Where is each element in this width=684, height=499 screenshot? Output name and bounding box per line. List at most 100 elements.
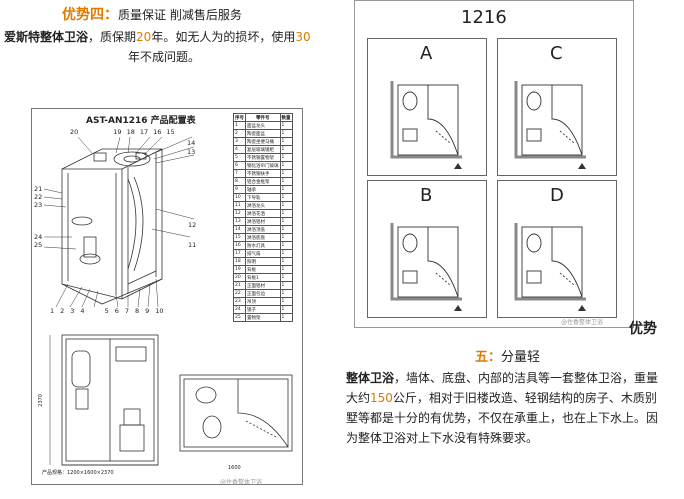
layout-option-d: D (497, 180, 617, 318)
table-cell: 不锈钢扶手 (245, 169, 281, 178)
table-cell: 1 (279, 193, 293, 202)
callout: 25 (34, 241, 43, 249)
weight-value: 150 (370, 391, 393, 405)
para-line: 整体卫浴，墙体、底盘、内部的洁具等一套整体卫浴，重量 (346, 368, 680, 388)
table-cell: 1 (279, 217, 293, 226)
table-cell: 1 (279, 177, 293, 186)
callout: 11 (188, 241, 197, 249)
plan-view-drawing (179, 374, 293, 452)
spec-sheet: AST-AN1216 产品配置表 (31, 108, 303, 486)
table-cell: 1 (279, 121, 293, 130)
table-header-row: 序号 零件号 数量 (233, 113, 293, 122)
layout-floorplan (390, 223, 462, 311)
callout: 12 (188, 221, 197, 229)
advantage-four-label: 优势四： (62, 7, 118, 23)
table-cell: 1 (279, 265, 293, 274)
table-cell: 6 (233, 161, 246, 170)
table-cell: 16 (233, 241, 246, 250)
table-cell: 10 (233, 193, 246, 202)
callout: 13 (187, 148, 196, 156)
table-cell: 1 (279, 273, 293, 282)
table-cell: 8 (233, 177, 246, 186)
left-warranty-line3: 年不成问题。 (128, 50, 201, 64)
table-cell: 淋浴顶盖 (245, 225, 281, 234)
callout: 6 (114, 307, 119, 315)
right-watermark: @住香整体卫浴 (561, 319, 604, 326)
table-cell: 14 (233, 225, 246, 234)
table-cell: 面盆龙头 (245, 121, 281, 130)
callout: 18 (126, 128, 135, 136)
table-cell: 1 (279, 241, 293, 250)
table-cell: 24 (233, 305, 246, 314)
para-text: 大约 (346, 391, 371, 405)
table-cell: 4 (233, 145, 246, 154)
table-cell: 排气扇 (245, 249, 281, 258)
layout-letter: C (550, 43, 563, 64)
callouts-right: 12 11 (188, 215, 196, 255)
table-cell: 不锈钢置物架 (245, 153, 281, 162)
callout: 23 (34, 201, 43, 209)
table-cell: 淋浴铝材 (245, 217, 281, 226)
warranty-text-a: ，质保期 (88, 30, 137, 44)
callout: 8 (134, 307, 140, 315)
callouts-left: 21 22 23 24 25 (34, 185, 42, 249)
right-heading: 五：分量轻 (475, 346, 540, 365)
table-cell: 背板1 (245, 273, 281, 282)
table-cell: 镜子 (245, 305, 281, 314)
table-cell: 7 (233, 169, 246, 178)
table-cell: 置物架 (245, 313, 281, 322)
table-cell: 25 (233, 313, 246, 322)
advantage-four-text: 质量保证 削减售后服务 (118, 8, 242, 22)
table-cell: 1 (279, 233, 293, 242)
table-cell: 17 (233, 249, 246, 258)
table-cell: 照明 (245, 257, 281, 266)
para-line: 墅等都是十分的有优势，不仅在承重上，也在上下水上。因 (346, 411, 659, 425)
advantage-five-label: 五： (475, 350, 502, 365)
advantage-word: 优势 (629, 321, 657, 337)
left-watermark: @住香整体卫浴 (220, 479, 263, 486)
table-cell: 下导轨 (245, 193, 281, 202)
table-cell: 1 (279, 145, 293, 154)
table-cell: 吊顶 (245, 297, 281, 306)
para-prefix: 整体卫浴 (346, 371, 395, 385)
dimension-width: 1600 (228, 465, 241, 471)
isometric-cabin-drawing (43, 136, 195, 308)
layout-option-b: B (367, 180, 487, 318)
callout: 7 (124, 307, 129, 315)
table-cell: 19 (233, 265, 246, 274)
table-cell: 20 (233, 273, 246, 282)
table-cell: 3 (233, 137, 246, 146)
layout-option-a: A (367, 38, 487, 176)
table-header: 数量 (279, 113, 293, 122)
callout: 22 (34, 193, 43, 201)
table-cell: 淋浴底盘 (245, 233, 281, 242)
para-line: 大约150公斤，相对于旧楼改造、轻钢结构的房子、木质别 (346, 388, 680, 408)
callout: 4 (80, 307, 85, 315)
table-cell: 13 (233, 217, 246, 226)
table-cell: 15 (233, 233, 246, 242)
table-cell: 1 (279, 169, 293, 178)
callouts-top: 20 19 18 17 16 15 (70, 128, 210, 136)
layout-floorplan (390, 81, 462, 169)
warranty-years: 20 (136, 30, 152, 44)
layout-letter: D (550, 185, 564, 206)
table-cell: 1 (279, 137, 293, 146)
table-cell: 22 (233, 289, 246, 298)
product-size-label: 产品规格：1200×1600×2370 (42, 470, 114, 476)
para-text: ，墙体、底盘、内部的洁具等一套整体卫浴，重量 (394, 371, 659, 385)
table-cell: 1 (233, 121, 246, 130)
table-cell: 1 (279, 289, 293, 298)
table-cell: 1 (279, 153, 293, 162)
table-header: 序号 (233, 113, 246, 122)
